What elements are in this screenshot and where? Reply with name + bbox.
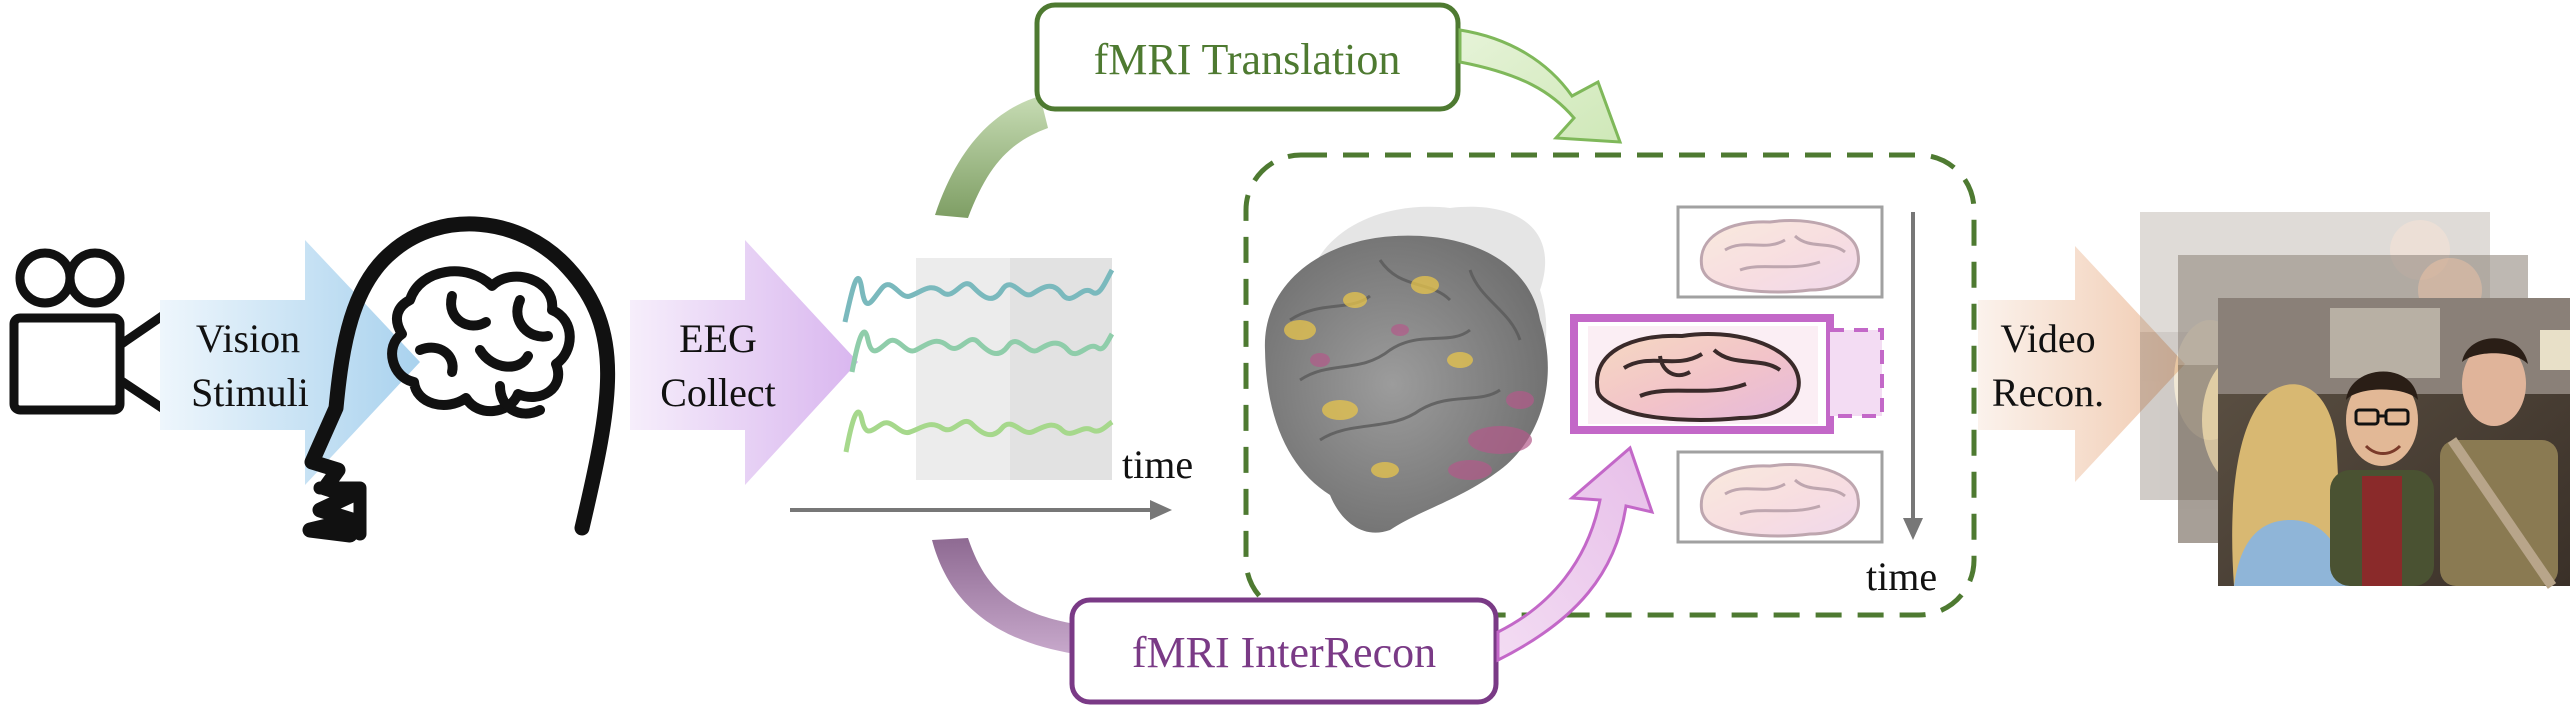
eeg-signal-panel xyxy=(842,258,1115,480)
fmri-translation-box xyxy=(1034,2,1461,112)
fmri-frame-next-placeholder xyxy=(1830,328,1884,418)
fmri-dashed-region xyxy=(1243,152,1977,618)
eeg-wave-2 xyxy=(849,329,1115,373)
video-camera-icon xyxy=(9,248,173,417)
fmri-time-axis-arrowhead xyxy=(1903,518,1923,540)
interrecon-curved-arrow-tail xyxy=(932,538,1075,654)
reconstructed-video-frame-front xyxy=(2218,298,2570,589)
fmri-translation-label: fMRI Translation xyxy=(1094,35,1401,84)
fmri-frame-bottom xyxy=(1676,450,1884,544)
head-brain-icon xyxy=(302,216,616,543)
vision-stimuli-label-line2: Stimuli xyxy=(191,370,309,415)
video-recon-arrow xyxy=(1978,246,2185,482)
eeg-collect-label-line2: Collect xyxy=(660,370,776,415)
translation-curved-arrow-head xyxy=(1458,28,1623,144)
eeg-wave-3 xyxy=(843,409,1114,453)
eeg-collect-label-line1: EEG xyxy=(679,316,757,361)
fmri-interrecon-box xyxy=(1069,597,1499,705)
fmri-time-label: time xyxy=(1866,554,1937,599)
interrecon-curved-arrow-head xyxy=(1496,445,1655,663)
eeg-time-axis-arrowhead xyxy=(1150,500,1172,520)
video-recon-label-line1: Video xyxy=(2000,316,2095,361)
fmri-interrecon-label: fMRI InterRecon xyxy=(1132,628,1436,677)
vision-stimuli-arrow xyxy=(160,240,420,485)
eeg-wave-1 xyxy=(842,268,1115,323)
translation-curved-arrow-tail xyxy=(935,96,1048,218)
cortex-activation-illustration xyxy=(1264,206,1548,533)
fmri-frame-current xyxy=(1570,314,1834,434)
vision-stimuli-label-line1: Vision xyxy=(196,316,300,361)
eeg-collect-arrow xyxy=(630,240,858,485)
fmri-frame-top xyxy=(1676,205,1884,299)
eeg-time-label: time xyxy=(1122,442,1193,487)
video-recon-label-line2: Recon. xyxy=(1992,370,2104,415)
